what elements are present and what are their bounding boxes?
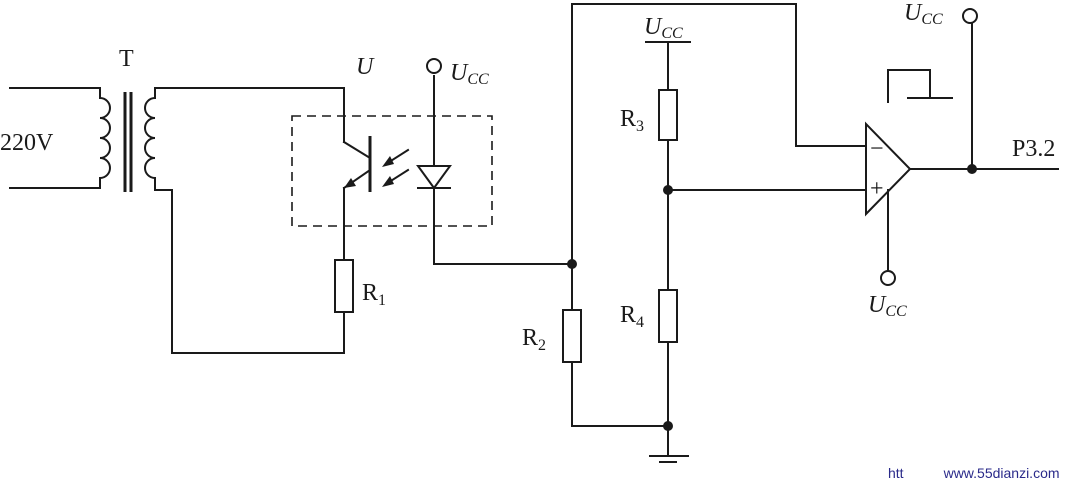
ucc-label-pullup: UCC xyxy=(904,0,943,28)
comparator-plus: + xyxy=(870,176,884,202)
r3-label: R3 xyxy=(620,106,644,135)
resistor-r3 xyxy=(658,89,678,141)
input-voltage-label: 220V xyxy=(0,130,54,156)
ucc-terminal-diode xyxy=(426,58,442,74)
r2-branch-wires xyxy=(571,3,867,427)
junction-r2-top xyxy=(567,259,577,269)
resistor-r1 xyxy=(334,259,354,313)
ucc-terminal-opamp xyxy=(880,270,896,286)
comparator-minus: − xyxy=(870,136,884,162)
comparator xyxy=(865,69,953,271)
resistor-r2 xyxy=(562,309,582,363)
junction-ground xyxy=(663,421,673,431)
secondary-wires xyxy=(154,87,345,354)
junction-output xyxy=(967,164,977,174)
junction-divider-mid xyxy=(663,185,673,195)
r2-label: R2 xyxy=(522,325,546,354)
optocoupler-label: U xyxy=(356,54,375,80)
photodiode xyxy=(416,75,573,265)
output-wires xyxy=(909,23,1059,170)
ucc-label-diode: UCC xyxy=(450,60,489,88)
optocoupler-box xyxy=(291,115,493,227)
transformer-label: T xyxy=(119,46,134,72)
transformer xyxy=(98,92,157,192)
resistor-r4 xyxy=(658,289,678,343)
transformer-secondary-coil xyxy=(144,96,157,180)
phototransistor xyxy=(342,127,372,261)
ucc-label-divider: UCC xyxy=(644,14,683,42)
ucc-terminal-pullup xyxy=(962,8,978,24)
transformer-primary-coil xyxy=(98,96,111,180)
light-arrows xyxy=(382,148,410,187)
divider-wires xyxy=(645,41,867,457)
r4-label: R4 xyxy=(620,302,644,331)
output-label: P3.2 xyxy=(1012,136,1055,162)
r1-label: R1 xyxy=(362,280,386,309)
input-wires xyxy=(9,87,101,189)
ucc-label-opamp: UCC xyxy=(868,292,907,320)
